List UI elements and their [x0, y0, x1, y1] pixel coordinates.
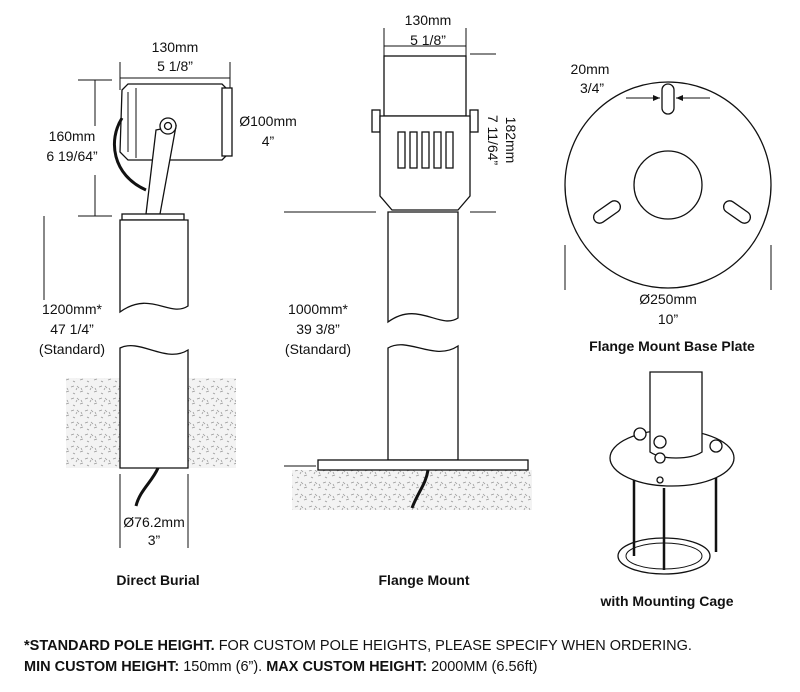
flange-head: [383, 55, 467, 117]
base-plate-dia-mm: Ø250mm: [639, 291, 697, 307]
flange-dim-pole-note: (Standard): [285, 341, 351, 357]
flange-dim-head-width-mm: 130mm: [405, 12, 452, 28]
dim-diameter-mm: Ø100mm: [239, 113, 297, 129]
direct-burial-pole: [119, 219, 189, 314]
flange-dim-height-mm: 182mm: [503, 117, 519, 164]
flange-head-vents: [397, 131, 454, 169]
dim-pole-note: (Standard): [39, 341, 105, 357]
base-plate-slot-right: [722, 200, 752, 224]
base-plate-center-hole: [633, 150, 703, 220]
flange-dim-height-in: 7 11/64”: [485, 115, 501, 166]
footer-max-label: MAX CUSTOM HEIGHT:: [266, 659, 428, 675]
dim-height-in: 6 19/64”: [46, 148, 98, 164]
base-plate-slot-mm: 20mm: [571, 61, 610, 77]
direct-burial-figure: 130mm 5 1/8” 160mm 6 19/64” Ø100mm 4” 12…: [39, 39, 297, 588]
dim-diameter-in: 4”: [262, 133, 275, 149]
dim-pole-dia-mm: Ø76.2mm: [123, 514, 184, 530]
mounting-cage-figure: with Mounting Cage: [600, 371, 735, 609]
base-plate-caption: Flange Mount Base Plate: [589, 338, 755, 354]
footer-min-label: MIN CUSTOM HEIGHT:: [24, 659, 180, 675]
flange-dim-pole-mm: 1000mm*: [288, 301, 348, 317]
footer-line-1: *STANDARD POLE HEIGHT. FOR CUSTOM POLE H…: [24, 636, 784, 657]
direct-burial-caption: Direct Burial: [116, 572, 199, 588]
dim-pole-dia-in: 3”: [148, 532, 161, 548]
footer-min-text: 150mm (6”).: [179, 659, 267, 675]
base-plate-slot-in: 3/4”: [580, 80, 604, 96]
flange-dim-pole-in: 39 3/8”: [296, 321, 340, 337]
flange-mount-figure: 130mm 5 1/8” 182mm 7 11/64” 1000mm* 39 3…: [284, 12, 532, 588]
dim-head-width-mm: 130mm: [152, 39, 199, 55]
base-plate-figure: 20mm 3/4” Ø250mm 10” Flange Mount Base P…: [564, 61, 772, 354]
dim-head-width-in: 5 1/8”: [157, 58, 193, 74]
flange-dim-head-width-in: 5 1/8”: [410, 32, 446, 48]
flange-ground: [292, 470, 532, 510]
flange-mount-caption: Flange Mount: [379, 572, 470, 588]
base-plate-slot-top: [661, 83, 675, 115]
base-plate-slot-left: [592, 200, 622, 224]
footer-standard-text: FOR CUSTOM POLE HEIGHTS, PLEASE SPECIFY …: [214, 638, 692, 654]
footer-notes: *STANDARD POLE HEIGHT. FOR CUSTOM POLE H…: [24, 636, 784, 678]
dim-pole-mm: 1200mm*: [42, 301, 102, 317]
flange-plate: [317, 459, 529, 471]
dim-pole-in: 47 1/4”: [50, 321, 94, 337]
footer-max-text: 2000MM (6.56ft): [427, 659, 538, 675]
footer-line-2: MIN CUSTOM HEIGHT: 150mm (6”). MAX CUSTO…: [24, 657, 784, 678]
base-plate-dia-in: 10”: [658, 311, 679, 327]
dim-height-mm: 160mm: [49, 128, 96, 144]
flange-pole: [387, 211, 459, 324]
footer-standard-label: *STANDARD POLE HEIGHT.: [24, 638, 215, 654]
mounting-cage-caption: with Mounting Cage: [600, 593, 734, 609]
